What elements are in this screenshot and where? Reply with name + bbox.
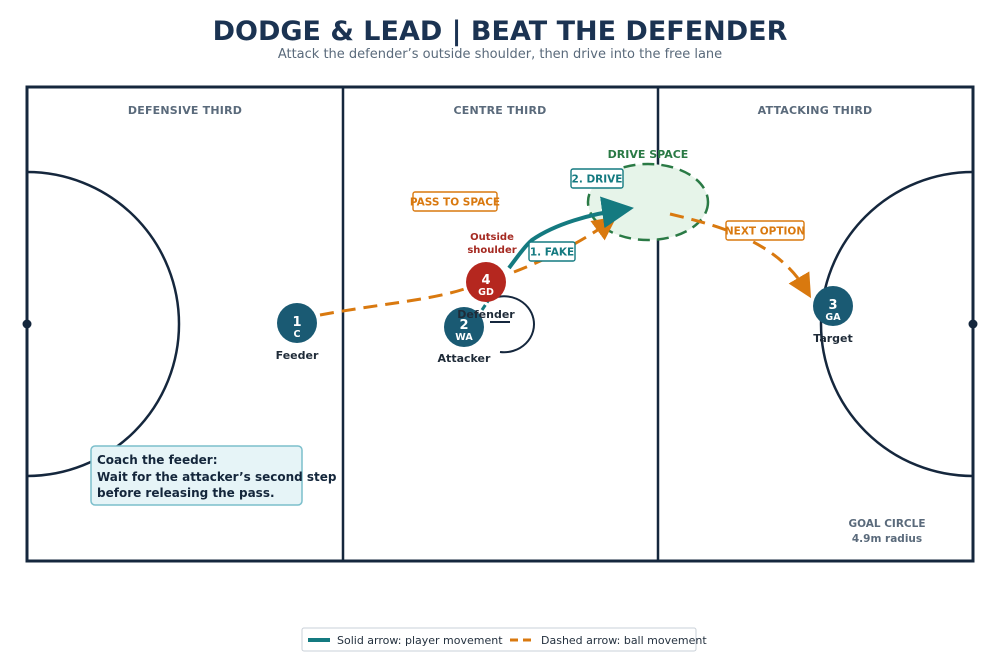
goal-post-left [22, 319, 32, 329]
outside-shoulder-label-line2: shoulder [467, 245, 516, 256]
player-token [466, 262, 506, 302]
tag-label: 2. DRIVE [572, 174, 623, 186]
tag-label: NEXT OPTION [725, 226, 805, 238]
ball-path-feeder-to-defender [319, 282, 479, 317]
page-title: DODGE & LEAD | BEAT THE DEFENDER [213, 16, 788, 47]
goal-circle-right [819, 170, 974, 478]
attacker-drive-path [507, 196, 634, 270]
player-defender: 4 GD Defender [457, 262, 515, 321]
goal-circle-label: GOAL CIRCLE [848, 518, 925, 530]
legend: Solid arrow: player movement Dashed arro… [301, 627, 707, 652]
player-feeder: 1 C Feeder [276, 303, 319, 362]
player-position: C [294, 329, 301, 340]
player-token [813, 286, 853, 326]
tag-box [412, 191, 498, 212]
player-token [277, 303, 317, 343]
legend-dashed-label: Dashed arrow: ball movement [541, 634, 707, 647]
tag-pass-to-space: PASS TO SPACE [410, 191, 500, 212]
coach-note-box [90, 445, 303, 506]
legend-box [301, 627, 697, 652]
player-position: GA [825, 312, 841, 323]
tag-fake: 1. FAKE [528, 241, 576, 262]
page-subtitle: Attack the defender’s outside shoulder, … [278, 47, 722, 62]
tag-label: 1. FAKE [530, 247, 574, 259]
tag-box [528, 241, 576, 262]
player-role-label: Feeder [276, 349, 319, 362]
player-attacker: 2 WA Attacker [438, 307, 491, 365]
player-role-label: Defender [457, 308, 515, 321]
coach-note-line: Coach the feeder: [97, 453, 218, 467]
coach-note-line: before releasing the pass. [97, 486, 275, 500]
tag-label: PASS TO SPACE [410, 197, 500, 209]
coach-note: Coach the feeder: Wait for the attacker’… [90, 445, 337, 506]
legend-solid-label: Solid arrow: player movement [337, 634, 503, 647]
ball-path-next-option [669, 212, 812, 299]
player-position: WA [455, 332, 473, 343]
player-target: 3 GA Target [813, 286, 853, 345]
tag-drive: 2. DRIVE [570, 168, 624, 189]
player-number: 2 [459, 318, 468, 333]
zone-label-defensive: DEFENSIVE THIRD [128, 104, 242, 117]
zone-label-attacking: ATTACKING THIRD [758, 104, 873, 117]
tag-box [570, 168, 624, 189]
goal-post-right [968, 319, 978, 329]
drive-space-label: DRIVE SPACE [608, 148, 689, 161]
player-token [444, 307, 484, 347]
tag-next-option: NEXT OPTION [725, 220, 805, 241]
player-role-label: Attacker [438, 352, 491, 365]
player-number: 3 [828, 298, 837, 313]
coach-note-line: Wait for the attacker’s second step [97, 470, 337, 484]
tag-box [725, 220, 805, 241]
player-position: GD [478, 287, 494, 298]
attacker-loop-path [488, 295, 535, 354]
zone-label-centre: CENTRE THIRD [454, 104, 547, 117]
goal-circle-radius: 4.9m radius [852, 533, 922, 545]
outside-shoulder-label: Outside [470, 232, 514, 243]
player-number: 4 [481, 273, 490, 288]
player-role-label: Target [813, 332, 853, 345]
player-number: 1 [292, 315, 301, 330]
